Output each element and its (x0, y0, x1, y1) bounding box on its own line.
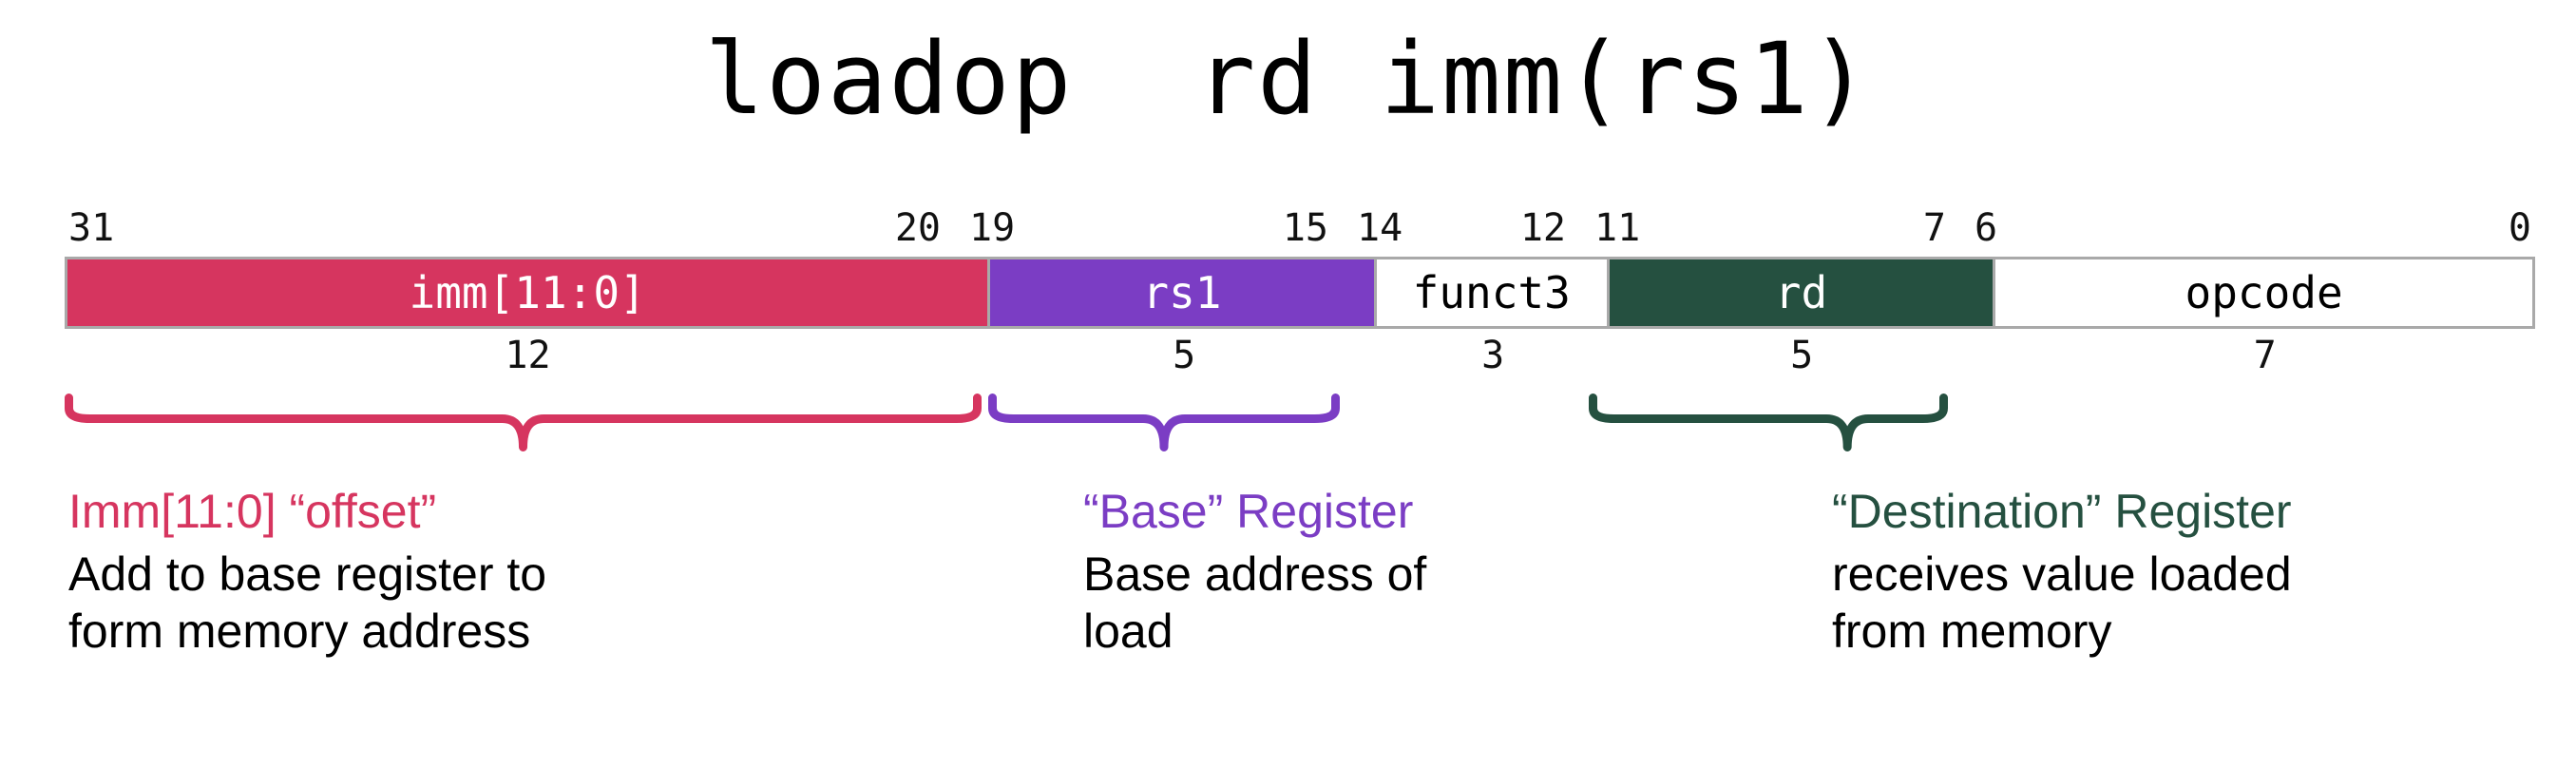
bit-label-7: 7 (1922, 206, 1946, 250)
rd-annotation-body: receives value loaded from memory (1832, 547, 2292, 658)
imm-annotation-body: Add to base register to form memory addr… (68, 547, 547, 658)
bit-label-0: 0 (2508, 206, 2531, 250)
instruction-field-bar: imm[11:0] rs1 funct3 rd opcode (65, 257, 2535, 329)
field-width-row: 12 5 3 5 7 (65, 335, 2535, 384)
bit-label-14: 14 (1357, 206, 1403, 250)
rs1-annotation-title: “Base” Register (1083, 485, 1414, 538)
field-label-rd: rd (1774, 267, 1828, 318)
rd-brace (1589, 392, 1948, 483)
imm-annotation: Imm[11:0] “offset” Add to base register t… (68, 481, 1000, 660)
bit-label-15: 15 (1282, 206, 1328, 250)
field-rs1: rs1 (987, 259, 1374, 326)
field-width-funct3: 3 (1481, 334, 1505, 377)
imm-brace-glyph (65, 394, 982, 451)
field-imm: imm[11:0] (67, 259, 988, 326)
rd-brace-glyph (1589, 394, 1948, 451)
rd-annotation: “Destination” Register receives value loa… (1832, 481, 2535, 660)
rs1-brace-glyph (988, 394, 1340, 451)
field-funct3: funct3 (1373, 259, 1607, 326)
bit-label-19: 19 (969, 206, 1016, 250)
field-width-rd: 5 (1790, 334, 1814, 377)
bit-label-31: 31 (68, 206, 115, 250)
bit-label-6: 6 (1975, 206, 1998, 250)
rd-annotation-title: “Destination” Register (1832, 485, 2292, 538)
field-label-imm: imm[11:0] (409, 267, 646, 318)
field-width-opcode: 7 (2253, 334, 2277, 377)
instruction-title: loadop rd imm(rs1) (704, 21, 1872, 137)
field-width-imm: 12 (505, 334, 551, 377)
imm-brace (65, 392, 982, 483)
field-label-rs1: rs1 (1142, 267, 1222, 318)
rs1-brace (988, 392, 1340, 483)
imm-annotation-title: Imm[11:0] “offset” (68, 485, 437, 538)
field-width-rs1: 5 (1173, 334, 1196, 377)
bit-label-20: 20 (894, 206, 941, 250)
field-label-opcode: opcode (2185, 267, 2343, 318)
bit-label-12: 12 (1519, 206, 1566, 250)
rs1-annotation-body: Base address of load (1083, 547, 1427, 658)
field-opcode: opcode (1993, 259, 2532, 326)
field-label-funct3: funct3 (1412, 267, 1571, 318)
bit-label-11: 11 (1594, 206, 1641, 250)
field-rd: rd (1606, 259, 1994, 326)
